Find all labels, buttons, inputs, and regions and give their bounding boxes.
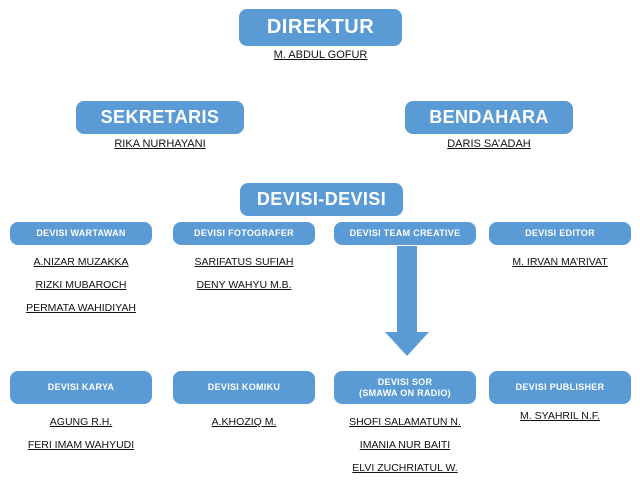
members-devisi-sor: SHOFI SALAMATUN N. IMANIA NUR BAITI ELVI… <box>334 416 476 474</box>
node-devisi-fotografer[interactable]: DEVISI FOTOGRAFER <box>173 222 315 245</box>
person-sekretaris: RIKA NURHAYANI <box>114 138 206 150</box>
list-item: M. SYAHRIL N.F. <box>520 410 600 422</box>
node-devisi-sor[interactable]: DEVISI SOR (SMAWA ON RADIO) <box>334 371 476 404</box>
node-devisi-team-creative[interactable]: DEVISI TEAM CREATIVE <box>334 222 476 245</box>
node-devisi-publisher[interactable]: DEVISI PUBLISHER <box>489 371 631 404</box>
person-direktur: M. ABDUL GOFUR <box>273 49 368 61</box>
list-item: PERMATA WAHIDIYAH <box>26 302 136 314</box>
node-devisi-editor-label: DEVISI EDITOR <box>525 228 595 239</box>
node-devisi-publisher-label: DEVISI PUBLISHER <box>515 382 605 393</box>
list-item: SHOFI SALAMATUN N. <box>349 416 461 428</box>
members-devisi-komiku: A.KHOZIQ M. <box>173 416 315 428</box>
node-sekretaris-label: SEKRETARIS <box>100 107 220 128</box>
list-item: IMANIA NUR BAITI <box>359 439 451 451</box>
list-item: RIZKI MUBAROCH <box>35 279 127 291</box>
list-item: FERI IMAM WAHYUDI <box>27 439 135 451</box>
node-divisi-header[interactable]: DEVISI-DEVISI <box>240 183 403 216</box>
person-bendahara: DARIS SA’ADAH <box>447 138 531 150</box>
node-divisi-header-label: DEVISI-DEVISI <box>256 189 387 210</box>
node-devisi-sor-sublabel: (SMAWA ON RADIO) <box>359 387 451 398</box>
node-devisi-fotografer-label: DEVISI FOTOGRAFER <box>194 228 294 239</box>
members-devisi-karya: AGUNG R.H. FERI IMAM WAHYUDI <box>10 416 152 451</box>
list-item: AGUNG R.H. <box>49 416 113 428</box>
node-devisi-editor[interactable]: DEVISI EDITOR <box>489 222 631 245</box>
node-bendahara[interactable]: BENDAHARA <box>405 101 573 134</box>
node-sekretaris[interactable]: SEKRETARIS <box>76 101 244 134</box>
list-item: ELVI ZUCHRIATUL W. <box>352 462 458 474</box>
down-arrow-icon <box>384 246 430 356</box>
node-devisi-sor-label: DEVISI SOR <box>377 377 433 388</box>
node-direktur-label: DIREKTUR <box>266 16 375 38</box>
node-devisi-karya[interactable]: DEVISI KARYA <box>10 371 152 404</box>
list-item: SARIFATUS SUFIAH <box>194 256 294 268</box>
node-bendahara-label: BENDAHARA <box>429 107 549 128</box>
list-item: A.KHOZIQ M. <box>211 416 277 428</box>
node-devisi-team-creative-label: DEVISI TEAM CREATIVE <box>349 228 461 239</box>
members-devisi-fotografer: SARIFATUS SUFIAH DENY WAHYU M.B. <box>173 256 315 291</box>
arrow-shaft <box>397 246 417 332</box>
list-item: M. IRVAN MA’RIVAT <box>512 256 608 268</box>
members-devisi-publisher: M. SYAHRIL N.F. <box>489 410 631 422</box>
node-devisi-karya-label: DEVISI KARYA <box>47 382 115 393</box>
node-devisi-komiku[interactable]: DEVISI KOMIKU <box>173 371 315 404</box>
members-devisi-wartawan: A.NIZAR MUZAKKA RIZKI MUBAROCH PERMATA W… <box>10 256 152 314</box>
node-direktur[interactable]: DIREKTUR <box>239 9 402 46</box>
node-devisi-wartawan[interactable]: DEVISI WARTAWAN <box>10 222 152 245</box>
node-devisi-komiku-label: DEVISI KOMIKU <box>207 382 281 393</box>
members-devisi-editor: M. IRVAN MA’RIVAT <box>489 256 631 268</box>
list-item: DENY WAHYU M.B. <box>196 279 292 291</box>
node-devisi-wartawan-label: DEVISI WARTAWAN <box>36 228 126 239</box>
list-item: A.NIZAR MUZAKKA <box>33 256 129 268</box>
arrow-head <box>385 332 429 356</box>
